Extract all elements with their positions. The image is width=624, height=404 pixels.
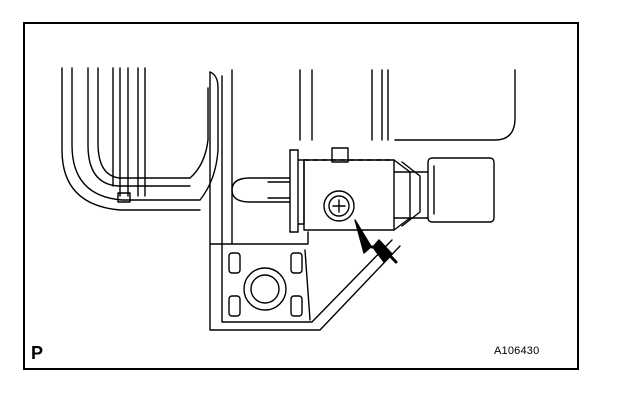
mounting-bracket: [209, 69, 516, 331]
view-letter-label: P: [31, 343, 44, 363]
pointer-arrow-icon: [354, 219, 398, 264]
illustration-frame: [23, 22, 579, 370]
figure-id-label: A106430: [494, 345, 540, 357]
phillips-screw-icon: [323, 190, 355, 222]
pipe-bundle: [61, 67, 219, 211]
sensor-assembly: [231, 147, 495, 233]
